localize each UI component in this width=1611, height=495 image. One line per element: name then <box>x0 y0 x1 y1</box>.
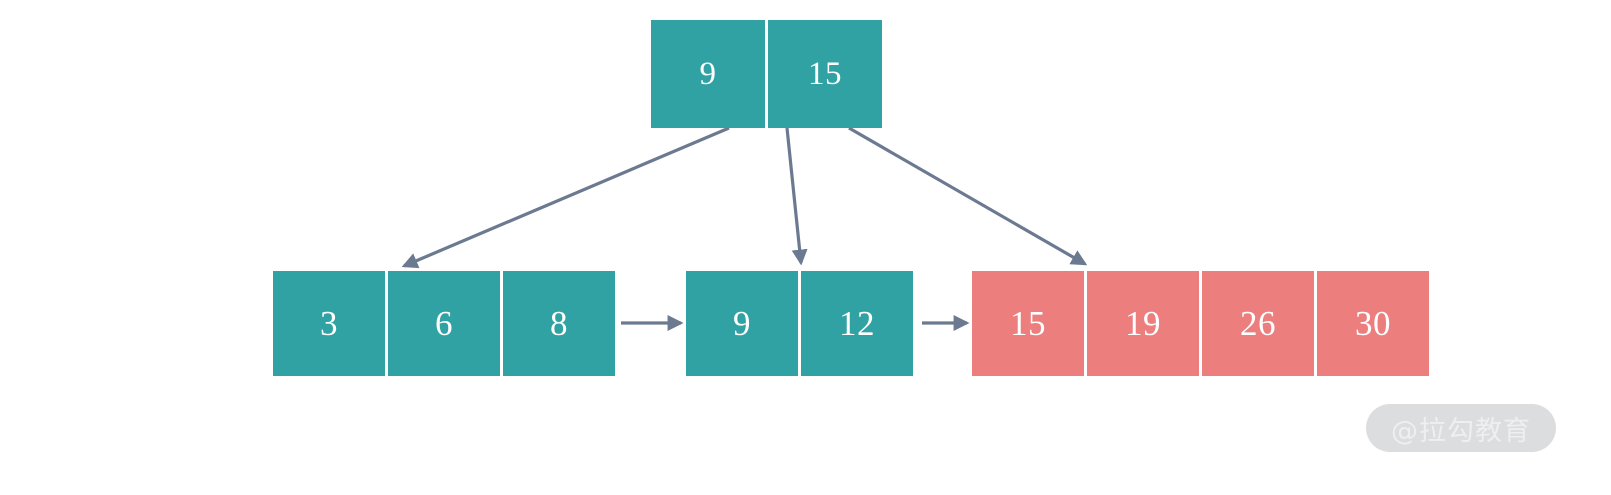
leaf-node-1: 3 6 8 <box>273 271 615 376</box>
edge-root-to-leaf-3 <box>848 126 1088 266</box>
leaf-key-cell: 3 <box>273 271 385 376</box>
leaf-key-cell: 12 <box>801 271 913 376</box>
edge-root-to-leaf-1 <box>401 126 730 269</box>
leaf-key-cell: 30 <box>1317 271 1429 376</box>
leaf-node-2: 9 12 <box>686 271 913 376</box>
watermark-badge: @拉勾教育 <box>1366 404 1556 452</box>
leaf-key-cell: 8 <box>503 271 615 376</box>
leaf-key-cell: 19 <box>1087 271 1199 376</box>
leaf-key-cell: 26 <box>1202 271 1314 376</box>
root-key-cell: 9 <box>651 20 765 128</box>
leaf-key-cell: 9 <box>686 271 798 376</box>
leaf-key-cell: 6 <box>388 271 500 376</box>
edge-root-to-leaf-2 <box>785 127 808 266</box>
root-key-cell: 15 <box>768 20 882 128</box>
root-node: 9 15 <box>651 20 882 128</box>
leaf-node-3: 15 19 26 30 <box>972 271 1429 376</box>
leaf-key-cell: 15 <box>972 271 1084 376</box>
watermark-label: @拉勾教育 <box>1391 415 1531 447</box>
